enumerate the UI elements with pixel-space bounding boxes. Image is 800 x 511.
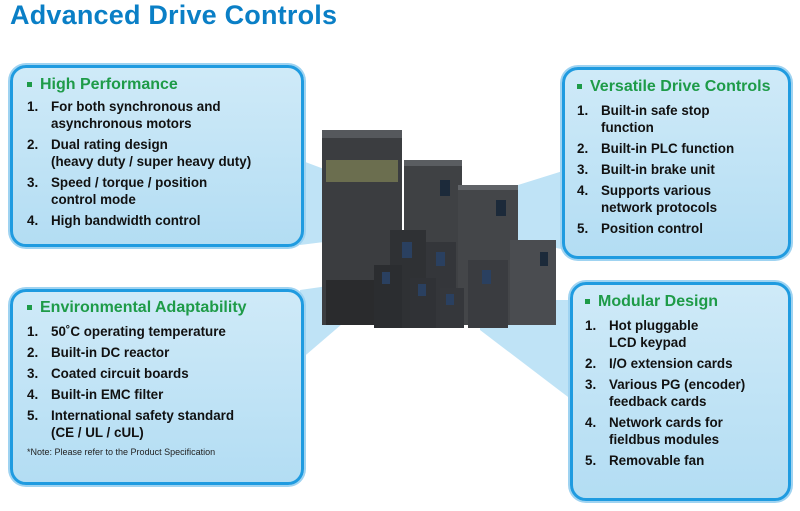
high-performance-list: 1.For both synchronous and asynchronous … (27, 98, 291, 229)
list-item: 2.Dual rating design (heavy duty / super… (27, 137, 252, 169)
modular-heading: Modular Design (598, 293, 719, 310)
list-item: 3.Built-in brake unit (577, 162, 715, 177)
list-item: 2.Built-in DC reactor (27, 345, 170, 360)
list-item: 5.International safety standard (CE / UL… (27, 408, 235, 440)
versatile-heading: Versatile Drive Controls (590, 78, 771, 95)
list-item: 2.Built-in PLC function (577, 141, 735, 156)
environmental-heading: Environmental Adaptability (40, 299, 247, 316)
list-item: 3.Coated circuit boards (27, 366, 189, 381)
bullet-icon (585, 298, 590, 304)
list-item: 1.Built-in safe stop function (577, 103, 710, 135)
list-item: 1.Hot pluggable LCD keypad (585, 318, 699, 350)
versatile-list: 1.Built-in safe stop function 2.Built-in… (577, 102, 780, 237)
modular-design-panel: Modular Design 1.Hot pluggable LCD keypa… (570, 282, 791, 501)
versatile-drive-controls-panel: Versatile Drive Controls 1.Built-in safe… (562, 67, 791, 259)
modular-list: 1.Hot pluggable LCD keypad 2.I/O extensi… (585, 317, 780, 469)
list-item: 4.High bandwidth control (27, 213, 201, 228)
list-item: 3.Speed / torque / position control mode (27, 175, 208, 207)
footnote: *Note: Please refer to the Product Speci… (27, 447, 216, 457)
list-item: 1.For both synchronous and asynchronous … (27, 99, 221, 131)
list-item: 3.Various PG (encoder) feedback cards (585, 377, 746, 409)
list-item: 4.Supports various network protocols (577, 183, 718, 215)
bullet-icon (27, 304, 32, 310)
high-performance-panel: High Performance 1.For both synchronous … (10, 65, 304, 247)
list-item: 4.Built-in EMC filter (27, 387, 164, 402)
environmental-adaptability-panel: Environmental Adaptability 1.50˚C operat… (10, 289, 304, 485)
bullet-icon (27, 81, 32, 87)
bullet-icon (577, 83, 582, 89)
high-performance-heading: High Performance (40, 76, 178, 93)
list-item: 1.50˚C operating temperature (27, 324, 226, 339)
drive-products-image (322, 130, 556, 328)
list-item: 5.Position control (577, 221, 703, 236)
list-item: 4.Network cards for fieldbus modules (585, 415, 723, 447)
environmental-list: 1.50˚C operating temperature 2.Built-in … (27, 323, 291, 441)
list-item: 5.Removable fan (585, 453, 705, 468)
list-item: 2.I/O extension cards (585, 356, 733, 371)
page-title: Advanced Drive Controls (10, 0, 338, 30)
